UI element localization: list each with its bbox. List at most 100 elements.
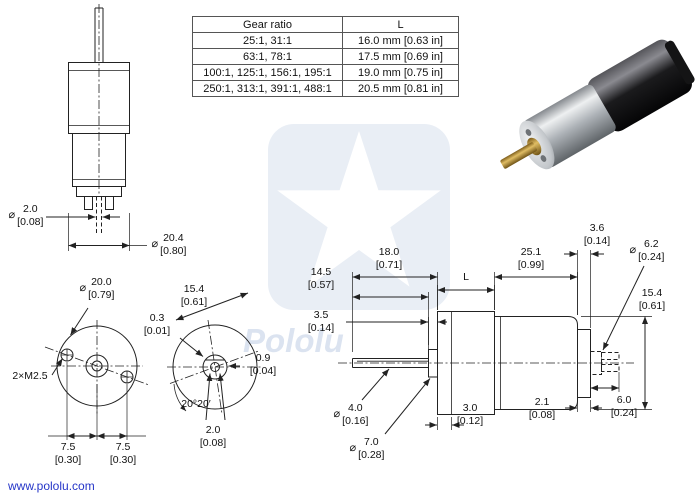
dim-flat-width: 15.4[0.61] bbox=[181, 283, 207, 309]
dim-in: [0.08] bbox=[199, 436, 227, 449]
dim-in: [0.14] bbox=[583, 234, 611, 247]
table-header-row: Gear ratio L bbox=[192, 16, 459, 33]
dim-front-length: 18.0[0.71] bbox=[376, 246, 402, 272]
cell-ratio: 100:1, 125:1, 156:1, 195:1 bbox=[192, 64, 343, 81]
watermark-text: Pololu bbox=[243, 322, 344, 359]
output-shaft bbox=[500, 142, 537, 169]
dim-in: [0.99] bbox=[517, 258, 545, 271]
dim-in: [0.71] bbox=[375, 258, 403, 271]
dim-motor-length: 25.1[0.99] bbox=[518, 246, 544, 272]
dim-hole-angle: 20°20′ bbox=[181, 398, 211, 410]
gear-ratio-table: Gear ratio L 25:1, 31:1 16.0 mm [0.63 in… bbox=[192, 16, 459, 97]
dim-bushing-length: 3.5[0.14] bbox=[308, 309, 334, 335]
dim-mm: 6.2 bbox=[644, 238, 659, 250]
dim-body-diameter: ⌀ 20.4[0.80] bbox=[152, 232, 187, 258]
watermark-logo: Pololu bbox=[243, 124, 450, 359]
dim-in: [0.30] bbox=[109, 453, 137, 466]
dim-in: [0.16] bbox=[342, 414, 369, 427]
dim-shaft-diameter: ⌀ 4.0[0.16] bbox=[334, 402, 369, 428]
col-length: L bbox=[342, 16, 459, 33]
table-row: 100:1, 125:1, 156:1, 195:1 19.0 mm [0.75… bbox=[192, 64, 459, 81]
view-front-face bbox=[44, 307, 150, 440]
table-row: 250:1, 313:1, 391:1, 488:1 20.5 mm [0.81… bbox=[192, 80, 459, 97]
dim-in: [0.01] bbox=[143, 324, 171, 337]
dim-in: [0.14] bbox=[307, 321, 335, 334]
dim-in: [0.08] bbox=[528, 408, 556, 421]
face-screw bbox=[540, 155, 547, 162]
dim-mm: 7.5 bbox=[60, 441, 76, 453]
dim-mm: 3.5 bbox=[313, 309, 329, 321]
cell-length: 19.0 mm [0.75 in] bbox=[342, 64, 459, 81]
cell-length: 20.5 mm [0.81 in] bbox=[342, 80, 459, 97]
dim-mounting-holes: 2×M2.5 bbox=[12, 370, 48, 382]
dim-mm: 2.1 bbox=[534, 396, 550, 408]
cell-ratio: 250:1, 313:1, 391:1, 488:1 bbox=[192, 80, 343, 97]
dim-mm: 0.9 bbox=[255, 352, 271, 364]
face-screw bbox=[525, 129, 532, 136]
dim-mm: 3.6 bbox=[589, 222, 605, 234]
dim-shaft-length: 14.5[0.57] bbox=[308, 266, 334, 292]
cell-ratio: 25:1, 31:1 bbox=[192, 32, 343, 49]
dim-mm: 7.0 bbox=[364, 436, 379, 448]
dim-mm: 7.5 bbox=[115, 441, 131, 453]
dim-mm: 4.0 bbox=[348, 402, 363, 414]
dim-mm: 25.1 bbox=[520, 246, 542, 258]
diameter-symbol: ⌀ bbox=[151, 238, 159, 251]
dim-mm: 6.0 bbox=[616, 394, 632, 406]
view-vertical-motor bbox=[46, 4, 147, 251]
col-gear-ratio: Gear ratio bbox=[192, 16, 343, 33]
diameter-symbol: ⌀ bbox=[333, 408, 341, 421]
dim-bushing-diameter: ⌀ 7.0[0.28] bbox=[350, 436, 385, 462]
dim-mm: 15.4 bbox=[183, 283, 205, 295]
dim-hole-offset-right: 7.5[0.30] bbox=[110, 441, 136, 467]
dim-in: [0.24] bbox=[638, 250, 665, 263]
dim-in: [0.61] bbox=[180, 295, 208, 308]
dim-mm: 0.3 bbox=[149, 312, 165, 324]
dim-in: [0.28] bbox=[358, 448, 385, 461]
dim-mm: 15.4 bbox=[641, 287, 663, 299]
dim-terminal-length: 6.0[0.24] bbox=[611, 394, 637, 420]
dim-in: [0.79] bbox=[88, 288, 115, 301]
dim-in: [0.12] bbox=[456, 414, 484, 427]
cell-length: 16.0 mm [0.63 in] bbox=[342, 32, 459, 49]
table-row: 63:1, 78:1 17.5 mm [0.69 in] bbox=[192, 48, 459, 65]
dim-in: [0.24] bbox=[610, 406, 638, 419]
dim-in: [0.80] bbox=[160, 244, 187, 257]
dim-in: [0.04] bbox=[249, 364, 277, 377]
dim-in: [0.08] bbox=[17, 215, 44, 228]
dim-rear-shaft-diameter: ⌀ 2.0[0.08] bbox=[9, 203, 44, 229]
dim-in: [0.57] bbox=[307, 278, 335, 291]
dim-mm: 2.0 bbox=[205, 424, 221, 436]
dim-motor-flat-width: 15.4[0.61] bbox=[639, 287, 665, 313]
dim-plate-length: 3.0[0.12] bbox=[457, 402, 483, 428]
view-cross-section bbox=[167, 292, 263, 421]
dim-face-diameter: ⌀ 20.0[0.79] bbox=[80, 276, 115, 302]
dim-shaft-flat: 0.9[0.04] bbox=[250, 352, 276, 378]
table-row: 25:1, 31:1 16.0 mm [0.63 in] bbox=[192, 32, 459, 49]
dim-flat-length: 2.0[0.08] bbox=[200, 424, 226, 450]
diameter-symbol: ⌀ bbox=[349, 442, 357, 455]
cell-length: 17.5 mm [0.69 in] bbox=[342, 48, 459, 65]
dim-boss-diameter: ⌀ 6.2[0.24] bbox=[630, 238, 665, 264]
pololu-link[interactable]: www.pololu.com bbox=[8, 479, 95, 493]
dim-hole-offset-left: 7.5[0.30] bbox=[55, 441, 81, 467]
dim-gearbox-length: L bbox=[463, 271, 469, 283]
dim-mm: 20.0 bbox=[91, 276, 112, 288]
dim-mm: 3.0 bbox=[462, 402, 478, 414]
view-side-horizontal bbox=[338, 250, 652, 435]
dim-mm: 14.5 bbox=[310, 266, 332, 278]
dim-mm: 2.0 bbox=[23, 203, 38, 215]
cell-ratio: 63:1, 78:1 bbox=[192, 48, 343, 65]
dim-mm: 20.4 bbox=[163, 232, 184, 244]
dim-cap-ring-length: 2.1[0.08] bbox=[529, 396, 555, 422]
diameter-symbol: ⌀ bbox=[629, 244, 637, 257]
motor-end-cap bbox=[664, 40, 695, 85]
diameter-symbol: ⌀ bbox=[79, 282, 87, 295]
dim-in: [0.30] bbox=[54, 453, 82, 466]
product-photo bbox=[500, 39, 695, 170]
dim-mm: 18.0 bbox=[378, 246, 400, 258]
dim-flat-offset: 0.3[0.01] bbox=[144, 312, 170, 338]
diameter-symbol: ⌀ bbox=[8, 209, 16, 222]
dim-cap-length: 3.6[0.14] bbox=[584, 222, 610, 248]
